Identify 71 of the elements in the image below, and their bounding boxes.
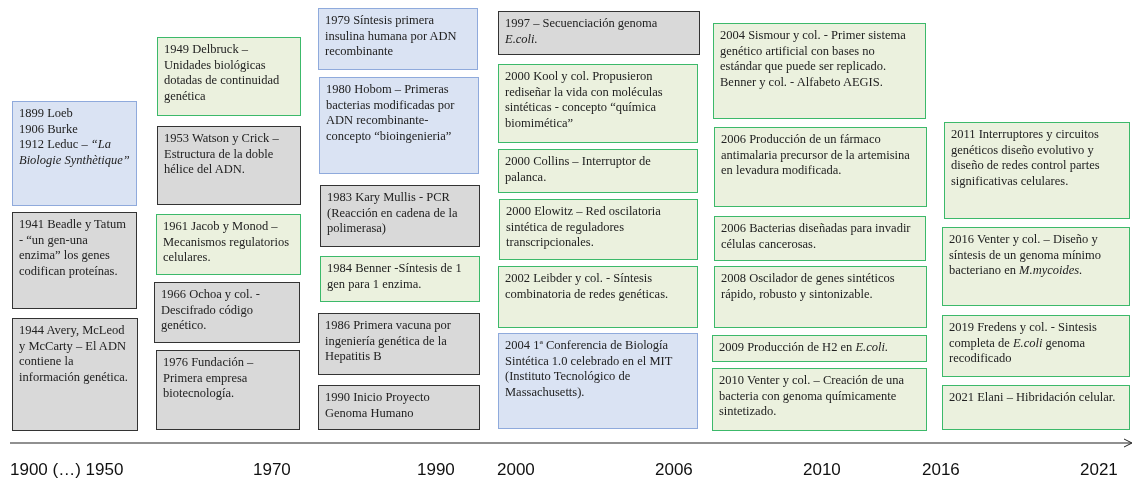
event-text: 2010 Venter y col. – Creación de una bacteria con genoma químicamente sintetizado. <box>719 373 906 420</box>
event-box <box>942 385 1130 430</box>
event-text: 2011 Interruptores y circuitos genéticos diseño evolutivo y diseño de redes control partes significativas celulares. <box>951 127 1101 189</box>
event-box <box>712 368 927 431</box>
event-box <box>713 23 926 119</box>
event-box <box>944 122 1130 219</box>
event-box <box>156 214 301 275</box>
year-label: 2016 <box>922 460 960 480</box>
event-text: 2006 Producción de un fármaco antimalaria precursor de la artemisina en levadura modificada. <box>721 132 911 179</box>
event-box <box>499 199 698 260</box>
year-label: 1970 <box>253 460 291 480</box>
event-text: 1941 Beadle y Tatum - “un gen-una enzima” los genes codifican proteínas. <box>19 217 127 279</box>
event-box <box>942 227 1130 306</box>
event-box <box>714 266 927 328</box>
event-text: 2006 Bacterias diseñadas para invadir células cancerosas. <box>721 221 912 252</box>
event-text: 1980 Hobom – Primeras bacterias modificadas por ADN recombinante-concepto “bioingenieria” <box>326 82 456 144</box>
event-text: 1961 Jacob y Monod – Mecanismos regulatorios celulares. <box>163 219 290 266</box>
event-text: 1979 Síntesis primera insulina humana por ADN recombinante <box>325 13 458 60</box>
event-text: 1986 Primera vacuna por ingeniería genética de la Hepatitis B <box>325 318 452 365</box>
event-text: 1997 – Secuenciación genoma E.coli. <box>505 16 659 47</box>
event-text: 2004 Sismour y col. - Primer sistema genético artificial con bases no estándar que puede ser replicado. <box>720 28 907 75</box>
event-text: 1912 Leduc – “La Biologie Synthètique” <box>19 137 130 168</box>
event-text: 2000 Kool y col. Propusieron rediseñar la vida con moléculas sintéticas - concepto “química biomimética” <box>505 69 664 131</box>
event-box <box>157 126 301 205</box>
year-label: 1990 <box>417 460 455 480</box>
event-box <box>498 266 698 328</box>
event-box <box>498 333 698 429</box>
event-text: 1944 Avery, McLeod y McCarty – El ADN contiene la información genética. <box>19 323 129 385</box>
event-box <box>12 101 137 206</box>
event-text: 2009 Producción de H2 en E.coli. <box>719 340 890 356</box>
event-box <box>157 37 301 116</box>
event-box <box>714 127 927 207</box>
event-box <box>320 256 480 302</box>
event-box <box>154 282 300 343</box>
event-text: 2002 Leibder y col. - Síntesis combinatoria de redes genéticas. <box>505 271 670 302</box>
event-box <box>318 8 478 70</box>
event-box <box>319 77 479 174</box>
event-text: 2016 Venter y col. – Diseño y síntesis de un genoma mínimo bacteriano en M.mycoides. <box>949 232 1103 279</box>
event-box <box>12 212 137 309</box>
event-text: 2000 Collins – Interruptor de palanca. <box>505 154 652 185</box>
event-box <box>320 185 480 247</box>
year-label: 2021 <box>1080 460 1118 480</box>
event-text: 2021 Elani – Hibridación celular. <box>949 390 1117 406</box>
event-box <box>498 64 698 143</box>
event-box <box>156 350 300 430</box>
event-text: 1953 Watson y Crick – Estructura de la doble hélice del ADN. <box>164 131 280 178</box>
event-box <box>498 11 700 55</box>
event-text: 2004 1ª Conferencia de Biología Sintética 1.0 celebrado en el MIT (Instituto Tecnológico de Massachusetts). <box>505 338 674 400</box>
year-label: 2010 <box>803 460 841 480</box>
event-text: 1966 Ochoa y col. - Descifrado código genético. <box>161 287 261 334</box>
event-box <box>498 149 698 193</box>
event-text: 1976 Fundación – Primera empresa biotecnología. <box>163 355 255 402</box>
event-text: 2019 Fredens y col. - Sintesis completa de E.coli genoma recodificado <box>949 320 1098 367</box>
event-text: Benner y col. - Alfabeto AEGIS. <box>720 74 884 90</box>
event-box <box>712 335 927 362</box>
event-box <box>714 216 926 261</box>
event-box <box>318 313 480 375</box>
event-text: 1949 Delbruck – Unidades biológicas dotadas de continuidad genética <box>164 42 281 104</box>
event-text: 1984 Benner -Síntesis de 1 gen para 1 enzima. <box>327 261 463 292</box>
year-label: 2000 <box>497 460 535 480</box>
event-text: 1899 Loeb <box>19 106 74 122</box>
event-text: 2008 Oscilador de genes sintéticos rápido, robusto y sintonizable. <box>721 271 896 302</box>
event-text: 2000 Elowitz – Red oscilatoria sintética de reguladores transcripcionales. <box>506 204 662 251</box>
event-text: 1990 Inicio Proyecto Genoma Humano <box>325 390 431 421</box>
event-box <box>942 315 1130 377</box>
event-box <box>318 385 480 430</box>
year-label: 1900 (…) 1950 <box>10 460 124 480</box>
event-box <box>12 318 138 431</box>
event-text: 1983 Kary Mullis - PCR (Reacción en cadena de la polimerasa) <box>327 190 459 237</box>
year-label: 2006 <box>655 460 693 480</box>
event-text: 1906 Burke <box>19 121 79 137</box>
